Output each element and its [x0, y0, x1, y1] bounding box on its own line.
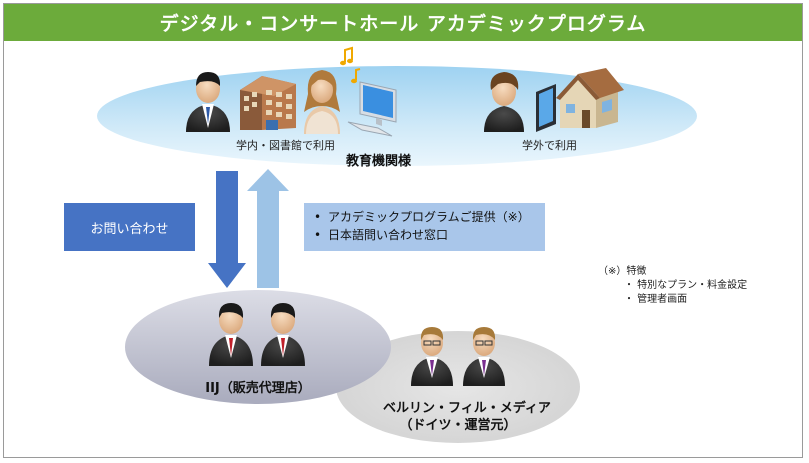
down-arrow: [208, 171, 246, 288]
notes-heading: （※）特徴: [598, 266, 647, 277]
features-notes: （※）特徴 ・ 特別なプラン・料金設定 ・ 管理者画面: [598, 265, 747, 307]
inquiry-box: お問い合わせ: [64, 203, 195, 251]
tablet-icon: [536, 84, 556, 132]
offerings-box: アカデミックプログラムご提供（※） 日本語問い合わせ窓口: [304, 203, 545, 251]
reseller-label: IIJ（販売代理店）: [205, 381, 311, 396]
computer-icon: [347, 81, 397, 137]
businessman-icon: [186, 72, 230, 132]
offerings-list: アカデミックプログラムご提供（※） 日本語問い合わせ窓口: [314, 208, 545, 244]
campus-use-label: 学内・図書館で利用: [236, 139, 335, 152]
reseller-businessman-icon: [261, 303, 305, 366]
education-institution-label: 教育機関様: [346, 154, 412, 169]
diagram-title: デジタル・コンサートホール アカデミックプログラム: [159, 13, 647, 35]
title-bar: デジタル・コンサートホール アカデミックプログラム: [4, 4, 802, 41]
music-note-icon: [340, 46, 361, 84]
offering-item: 日本語問い合わせ窓口: [314, 226, 545, 244]
woman-icon: [304, 70, 340, 134]
operator-label-line2: （ドイツ・運営元）: [399, 418, 517, 433]
operator-man-icon: [463, 327, 505, 386]
reseller-ellipse: [125, 290, 391, 404]
offering-item: アカデミックプログラムご提供（※）: [314, 208, 545, 226]
operator-man-icon: [411, 327, 453, 386]
building-icon: [240, 76, 296, 130]
up-arrow: [247, 169, 289, 288]
notes-item: ・ 特別なプラン・料金設定: [624, 280, 748, 291]
notes-item: ・ 管理者画面: [624, 294, 688, 305]
operator-ellipse: [336, 331, 580, 443]
student-icon: [484, 72, 524, 132]
house-icon: [556, 68, 624, 128]
operator-label-line1: ベルリン・フィル・メディア: [383, 401, 551, 416]
offcampus-use-label: 学外で利用: [522, 139, 577, 152]
reseller-businessman-icon: [209, 303, 253, 366]
inquiry-label: お問い合わせ: [90, 221, 169, 237]
